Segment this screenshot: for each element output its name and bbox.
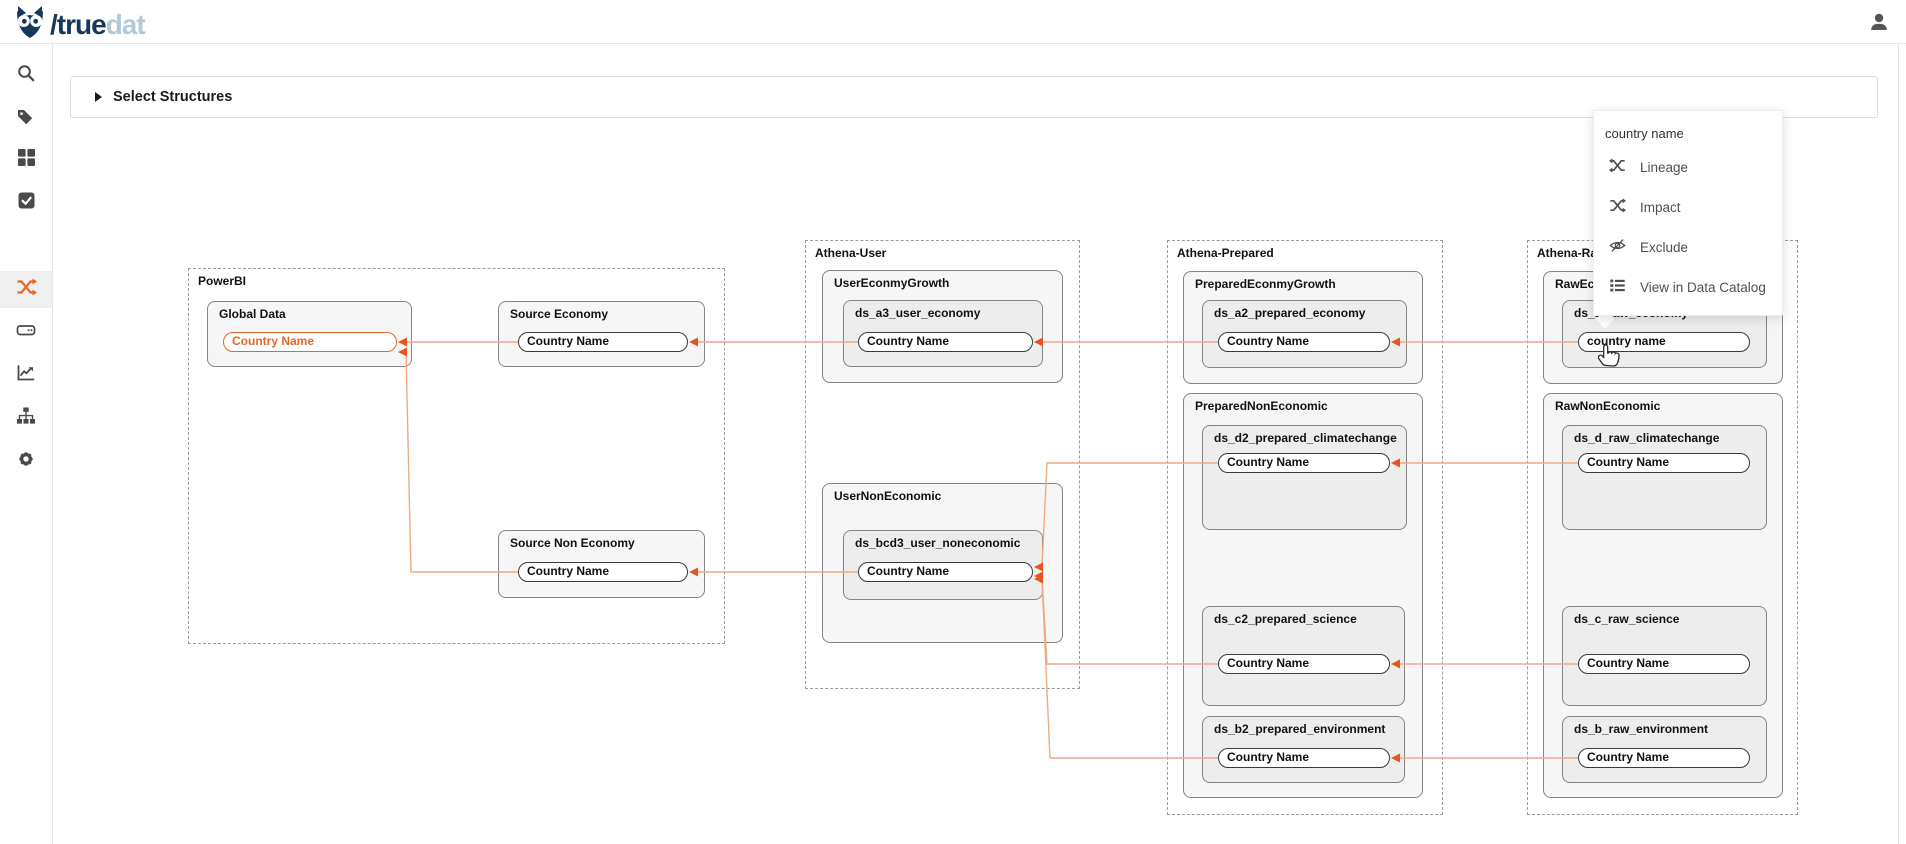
tag-icon [16, 106, 36, 131]
chart-line-icon [16, 363, 36, 388]
check-square-icon [17, 191, 36, 215]
context-menu-title: country name [1605, 126, 1684, 141]
sidebar-item-insights[interactable] [0, 357, 52, 393]
field-ds-b2-prepared-environment[interactable]: Country Name [1218, 748, 1390, 768]
menu-item-lineage[interactable]: Lineage [1594, 147, 1782, 187]
field-ds-d2-prepared-climatechange[interactable]: Country Name [1218, 453, 1390, 473]
lineage-icon [1609, 157, 1640, 177]
field-ds-a2-prepared-economy[interactable]: Country Name [1218, 332, 1390, 352]
nav-sidebar [0, 44, 53, 844]
field-ds-bcd3-user-noneconomic[interactable]: Country Name [858, 562, 1033, 582]
group-label: Athena-Prepared [1177, 246, 1274, 260]
node-title: ds_c2_prepared_science [1214, 612, 1357, 626]
node-title: ds_d2_prepared_climatechange [1214, 431, 1397, 445]
menu-item-exclude[interactable]: Exclude [1594, 227, 1782, 267]
node-title: Source Economy [510, 307, 609, 321]
field-ds-a3-user-economy[interactable]: Country Name [858, 332, 1033, 352]
sidebar-item-glossary[interactable] [0, 100, 52, 136]
field-ds-b-raw-environment[interactable]: Country Name [1578, 748, 1750, 768]
node-title: ds_b2_prepared_environment [1214, 722, 1386, 736]
logo-text-secondary: dat [105, 8, 146, 40]
sidebar-item-taxonomy[interactable] [0, 400, 52, 436]
menu-item-label: Exclude [1640, 239, 1689, 255]
group-label: Athena-Raw [1537, 246, 1607, 260]
search-icon [16, 63, 36, 88]
sidebar-item-systems[interactable] [0, 314, 52, 350]
node-title: ds_c_raw_science [1574, 612, 1680, 626]
field-ds-c-raw-science[interactable]: Country Name [1578, 654, 1750, 674]
menu-item-view-in-data-catalog[interactable]: View in Data Catalog [1594, 267, 1782, 307]
shuffle-lineage-icon [16, 277, 37, 302]
node-title: UserEconmyGrowth [834, 276, 950, 290]
sidebar-item-modules[interactable] [0, 142, 52, 178]
node-title: ds_b_raw_environment [1574, 722, 1709, 736]
field-source-non-economy[interactable]: Country Name [518, 562, 688, 582]
impact-icon [1609, 197, 1640, 217]
node-title: ds_a3_user_economy [855, 306, 981, 320]
menu-item-label: Lineage [1640, 159, 1689, 175]
node-title: PreparedNonEconomic [1195, 399, 1328, 413]
sidebar-item-quality[interactable] [0, 185, 52, 221]
logo-text-primary: /true [50, 8, 107, 40]
menu-item-label: Impact [1640, 199, 1681, 215]
node-title: ds_a2_prepared_economy [1214, 306, 1366, 320]
truedat-logo[interactable]: /truedat [12, 4, 146, 45]
group-label: Athena-User [815, 246, 887, 260]
node-title: UserNonEconomic [834, 489, 942, 503]
sitemap-icon [16, 406, 36, 431]
menu-item-impact[interactable]: Impact [1594, 187, 1782, 227]
sidebar-item-lineage[interactable] [0, 271, 52, 308]
node-ds-d-raw-climatechange[interactable]: ds_d_raw_climatechange [1562, 425, 1767, 530]
node-title: ds_d_raw_climatechange [1574, 431, 1720, 445]
sidebar-item-settings[interactable] [0, 443, 52, 479]
select-structures-panel[interactable]: Select Structures [70, 76, 1878, 118]
group-label: PowerBI [198, 274, 247, 288]
eye-slash-icon [1609, 237, 1640, 257]
storage-icon [16, 320, 36, 345]
collapse-caret-icon [95, 92, 102, 102]
user-icon [1868, 13, 1890, 37]
node-ds-d2-prepared-climatechange[interactable]: ds_d2_prepared_climatechange [1202, 425, 1407, 530]
node-title: Global Data [219, 307, 286, 321]
app-header: /truedat [0, 0, 1906, 44]
user-menu-button[interactable] [1868, 11, 1890, 33]
content-right-divider [1898, 44, 1899, 844]
menu-item-label: View in Data Catalog [1640, 279, 1766, 295]
node-title: ds_bcd3_user_noneconomic [855, 536, 1021, 550]
select-structures-label: Select Structures [113, 89, 233, 105]
owl-logo-icon [12, 4, 48, 45]
field-ds-a-raw-economy[interactable]: country name [1578, 332, 1750, 352]
sidebar-item-search[interactable] [0, 57, 52, 93]
grid-icon [17, 148, 36, 172]
context-menu: country name Lineage [1593, 110, 1783, 316]
node-title: PreparedEconmyGrowth [1195, 277, 1336, 291]
field-source-economy[interactable]: Country Name [518, 332, 688, 352]
field-ds-c2-prepared-science[interactable]: Country Name [1218, 654, 1390, 674]
field-ds-d-raw-climatechange[interactable]: Country Name [1578, 453, 1750, 473]
node-title: Source Non Economy [510, 536, 635, 550]
list-icon [1609, 277, 1640, 297]
field-global-data[interactable]: Country Name [223, 332, 397, 352]
node-title: RawNonEconomic [1555, 399, 1661, 413]
gear-icon [16, 449, 36, 474]
